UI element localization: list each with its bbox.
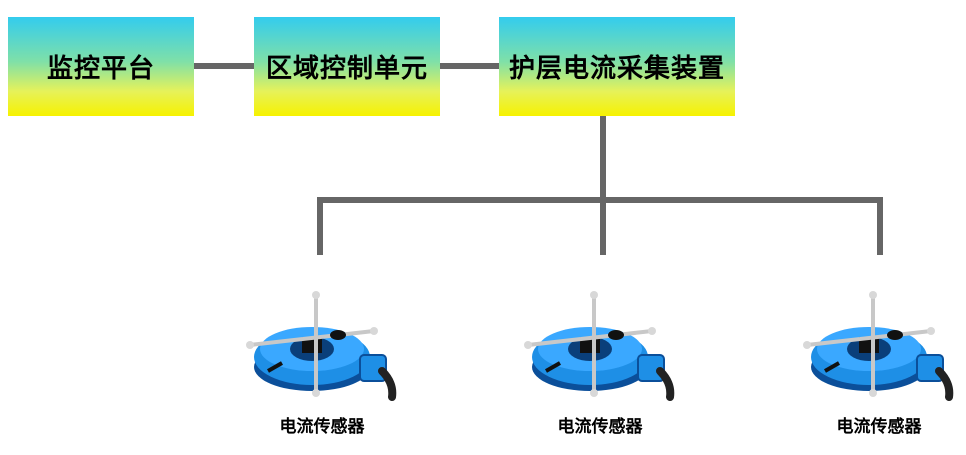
- sensor-caption: 电流传感器: [279, 417, 365, 437]
- node-sheath-current-device: 护层电流采集装置: [499, 17, 735, 116]
- current-sensor-image: [803, 291, 954, 401]
- current-sensor-image: [524, 291, 675, 401]
- node-label: 护层电流采集装置: [508, 54, 725, 84]
- node-monitor-platform: 监控平台: [8, 17, 194, 116]
- node-label: 监控平台: [46, 54, 155, 84]
- sensor-caption: 电流传感器: [557, 417, 643, 437]
- current-sensor-image: [246, 291, 397, 401]
- node-label: 区域控制单元: [265, 54, 428, 84]
- node-area-control-unit: 区域控制单元: [254, 17, 440, 116]
- sensor-caption: 电流传感器: [836, 417, 922, 437]
